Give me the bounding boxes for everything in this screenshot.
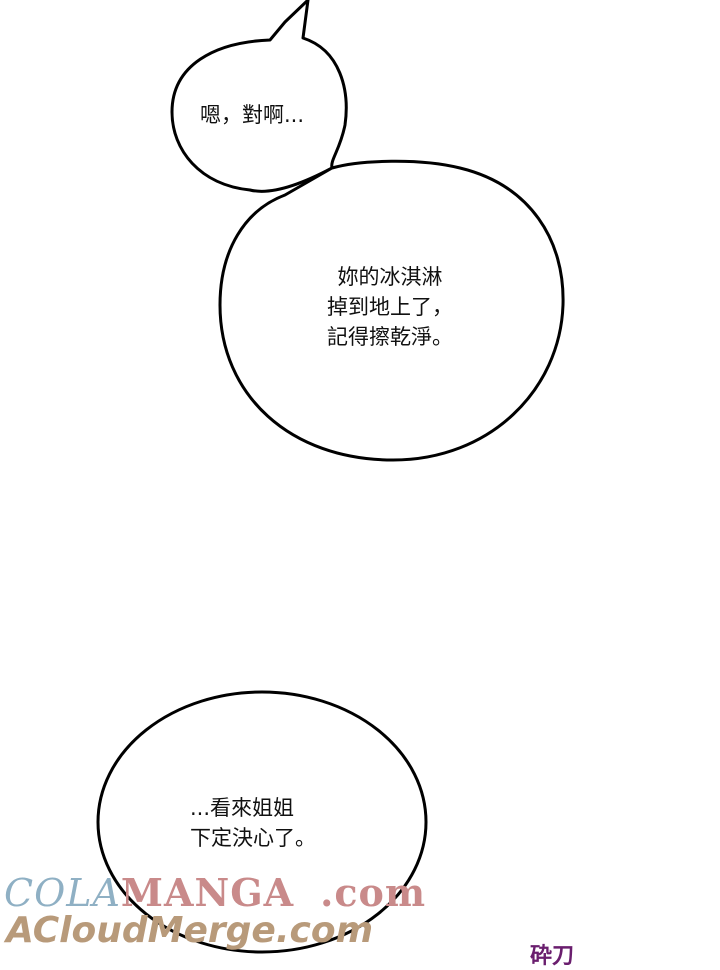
bubble-3-text: ...看來姐姐 下定決心了。 [190, 793, 340, 853]
bubble-2-text: 妳的冰淇淋 掉到地上了， 記得擦乾淨。 [306, 262, 474, 352]
bubble-1-text: 嗯，對啊... [200, 100, 304, 130]
speech-bubble-1-outline [170, 0, 348, 193]
speech-bubble-2-outline [218, 159, 565, 462]
bubble-2-line-1: 妳的冰淇淋 [337, 265, 443, 289]
sound-effect-text: 砕刀 [530, 944, 575, 969]
watermark-manga: MANGA [120, 870, 295, 915]
watermark-dotcom: .com [320, 870, 427, 915]
watermark-cola: COLA [4, 871, 121, 915]
bubble-3-line-1: ...看來姐姐 [190, 796, 295, 820]
speech-bubble-3-outline [96, 690, 428, 954]
bubble-1-line: 嗯，對啊... [200, 103, 305, 127]
bubble-2-line-2: 掉到地上了， [327, 295, 453, 319]
watermark-acloudmerge: ACloudMerge.com [6, 910, 374, 951]
bubble-3-line-2: 下定決心了。 [190, 826, 316, 850]
watermark-colamanga: COLAMANGA .com [4, 870, 426, 915]
bubble-2-line-3: 記得擦乾淨。 [327, 325, 453, 349]
